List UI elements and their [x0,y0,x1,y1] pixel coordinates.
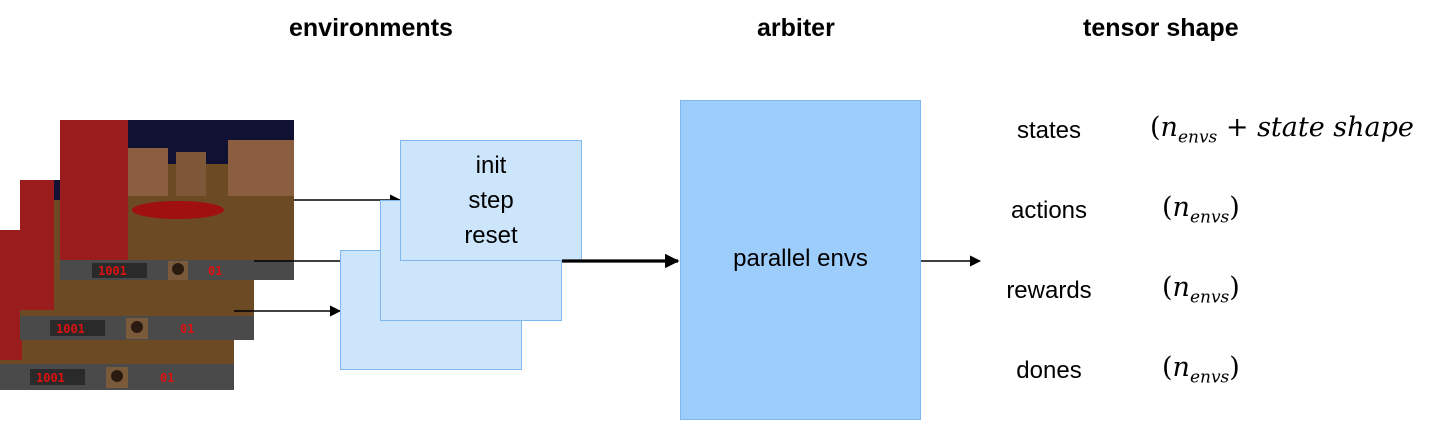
hud-count-back: 01 [160,371,174,385]
tensor-shape-actions: (nenvs) [1162,192,1240,228]
function-step-label: step [468,187,514,214]
hud-ammo-front: 1001 [98,264,127,278]
tensor-label-dones: dones [1016,357,1082,384]
tensor-label-states: states [1016,117,1082,144]
states-shape-var: n [1160,112,1178,143]
actions-shape-var: n [1172,192,1190,223]
environments-heading: environments [289,14,453,42]
dones-shape-var: n [1172,352,1190,383]
tensor-shape-dones: (nenvs) [1162,352,1240,388]
rewards-shape-sub: envs [1189,287,1230,308]
rewards-shape-var: n [1172,272,1190,303]
tensor-label-actions: actions [1010,197,1088,224]
arbiter-box: parallel envs [680,100,921,420]
states-shape-sub: envs [1177,127,1218,148]
states-shape-rest: state shape [1257,112,1414,143]
hud-ammo-middle: 1001 [56,322,85,336]
tensor-shape-rewards: (nenvs) [1162,272,1240,308]
hud-count-middle: 01 [180,322,194,336]
hud-count-front: 01 [208,264,222,278]
tensor-label-rewards: rewards [1006,277,1092,304]
arbiter-box-label: parallel envs [733,245,868,272]
arbiter-heading: arbiter [757,14,835,42]
dones-shape-sub: envs [1189,367,1230,388]
hud-ammo-back: 1001 [36,371,65,385]
tensor-shape-states: (nenvs + state shape [1150,112,1414,148]
actions-shape-sub: envs [1189,207,1230,228]
function-reset-label: reset [464,222,518,249]
game-screenshot-front: 1001 01 [60,120,294,280]
tensor-shape-heading: tensor shape [1083,14,1239,42]
function-init-label: init [475,152,507,179]
function-box-front: init step reset [400,140,582,261]
